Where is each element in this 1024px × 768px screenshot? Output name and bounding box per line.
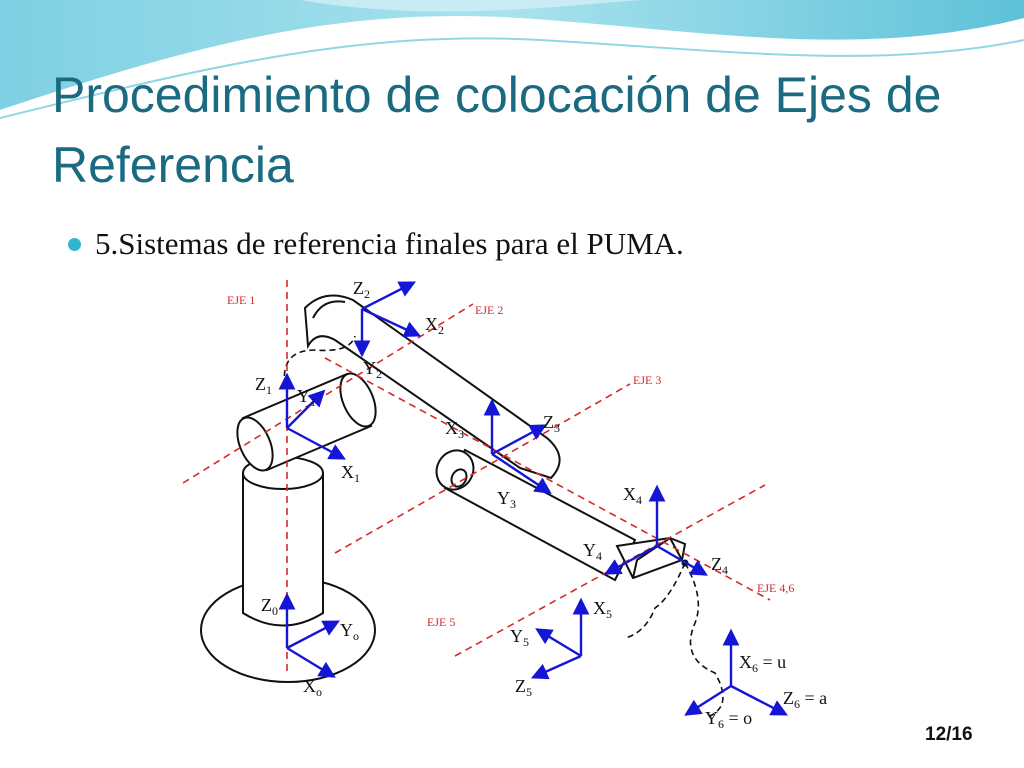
label-x6: X6 = u <box>739 652 786 675</box>
label-z5: Z5 <box>515 676 532 699</box>
label-y2: Y2 <box>363 358 382 381</box>
label-y5: Y5 <box>510 626 529 649</box>
y5-arrow <box>535 628 582 658</box>
label-y0: Yo <box>340 620 359 643</box>
x0-arrow <box>286 646 336 678</box>
label-z1: Z1 <box>255 374 272 397</box>
z3-arrow <box>491 424 547 456</box>
label-x5: X5 <box>593 598 612 621</box>
eje46-line <box>324 357 771 601</box>
y4-arrow <box>604 544 658 575</box>
cable <box>283 335 724 719</box>
y6-arrow <box>684 684 732 716</box>
y0-arrow <box>286 620 340 650</box>
eje3-line <box>334 383 631 554</box>
label-x3: X3 <box>445 418 464 441</box>
frame-labels: Z0 Yo Xo Z1 Y1 X1 Z2 X2 Y2 X3 Z3 Y3 X4 Y… <box>255 278 827 731</box>
label-x4: X4 <box>623 484 642 507</box>
label-y1: Y1 <box>297 386 316 409</box>
z2-arrow <box>361 281 416 311</box>
label-z2: Z2 <box>353 278 370 301</box>
label-z0: Z0 <box>261 595 278 618</box>
eje3-label: EJE 3 <box>633 373 661 387</box>
x2-arrow <box>361 307 422 337</box>
label-y3: Y3 <box>497 488 516 511</box>
page-title: Procedimiento de colocación de Ejes de R… <box>52 67 942 193</box>
label-x2: X2 <box>425 314 444 337</box>
y3-arrow <box>491 453 552 494</box>
puma-robot-diagram: EJE 1 EJE 2 EJE 3 EJE 4,6 EJE 5 <box>182 278 827 731</box>
frame-arrows <box>278 281 788 716</box>
z4-arrow <box>656 544 708 576</box>
label-y4: Y4 <box>583 540 602 563</box>
label-x1: X1 <box>341 462 360 485</box>
label-y6: Y6 = o <box>705 708 752 731</box>
bullet-text: 5.Sistemas de referencia finales para el… <box>95 226 684 261</box>
x1-arrow <box>286 426 346 460</box>
bullet-item: 5.Sistemas de referencia finales para el… <box>68 224 968 268</box>
eje46-label: EJE 4,6 <box>757 581 794 595</box>
eje2-line <box>182 303 474 484</box>
z6-arrow <box>730 684 788 716</box>
header-wave-decoration <box>0 0 1024 119</box>
label-z3: Z3 <box>543 412 560 435</box>
wrist <box>615 536 684 580</box>
z5-arrow <box>530 654 582 680</box>
y1-arrow <box>286 389 326 429</box>
eje1-label: EJE 1 <box>227 293 255 307</box>
bullet-dot <box>68 238 81 251</box>
eje2-label: EJE 2 <box>475 303 503 317</box>
eje5-label: EJE 5 <box>427 615 455 629</box>
base-column <box>242 472 324 627</box>
page-number: 12/16 <box>925 724 973 745</box>
label-z6: Z6 = a <box>783 688 827 711</box>
label-z4: Z4 <box>711 554 728 577</box>
label-x0: Xo <box>303 676 322 699</box>
